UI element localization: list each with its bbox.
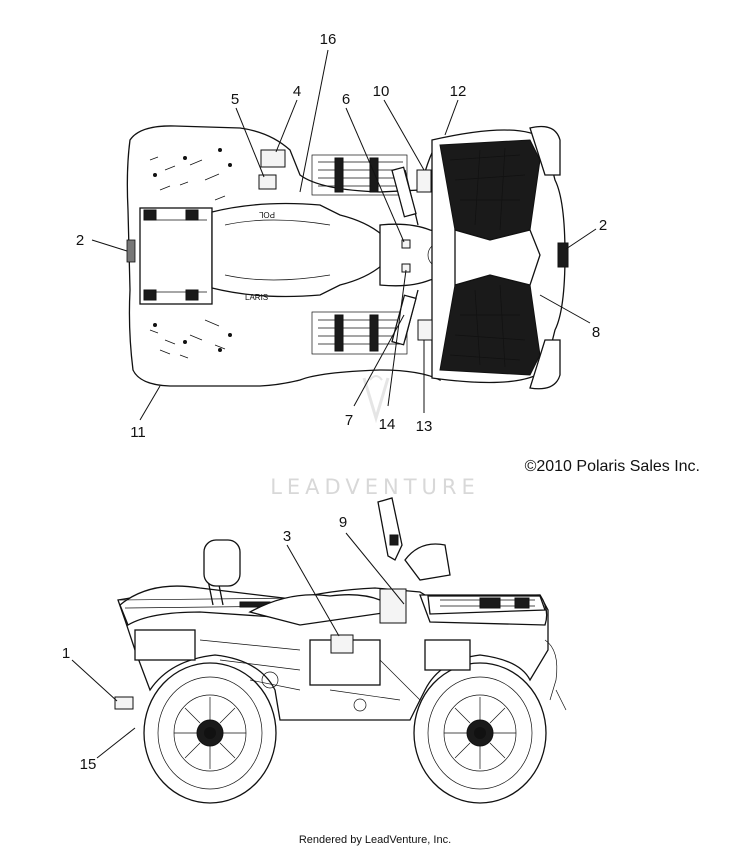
footwell-bottom bbox=[311, 311, 408, 355]
rear-wheel bbox=[143, 662, 277, 804]
leader-lines-top bbox=[91, 49, 597, 421]
rear-rack bbox=[139, 207, 213, 305]
callout-8: 8 bbox=[592, 324, 600, 341]
callout-13: 13 bbox=[416, 418, 433, 435]
callout-2-left: 2 bbox=[76, 232, 84, 249]
atv-side-view: 3 9 1 15 bbox=[62, 497, 567, 804]
decal-6 bbox=[401, 239, 411, 249]
side-seat bbox=[248, 594, 392, 626]
callout-15: 15 bbox=[80, 756, 97, 773]
callout-9: 9 bbox=[339, 514, 347, 531]
callout-4: 4 bbox=[293, 83, 301, 100]
callout-6: 6 bbox=[342, 91, 350, 108]
callout-5: 5 bbox=[231, 91, 239, 108]
backrest bbox=[203, 539, 241, 587]
copyright-text: ©2010 Polaris Sales Inc. bbox=[525, 458, 700, 475]
fender-brand-mark-bottom: LARIS bbox=[245, 293, 268, 302]
callout-16: 16 bbox=[320, 31, 337, 48]
decal-9 bbox=[379, 588, 407, 624]
front-wheel bbox=[413, 662, 547, 804]
leader-lines-side bbox=[71, 532, 405, 759]
rendered-by-footer: Rendered by LeadVenture, Inc. bbox=[299, 834, 451, 846]
decal-1 bbox=[114, 696, 134, 710]
windshield bbox=[377, 497, 403, 561]
watermark: LEADVENTURE bbox=[270, 375, 480, 499]
decal-3 bbox=[330, 634, 354, 654]
rear-fender-texture bbox=[149, 148, 232, 359]
callout-7: 7 bbox=[345, 412, 353, 429]
front-rack bbox=[439, 139, 541, 376]
footwell-top bbox=[311, 154, 408, 196]
decal-5 bbox=[258, 174, 277, 190]
front-light-decal bbox=[557, 242, 569, 268]
callout-11: 11 bbox=[130, 424, 146, 441]
decal-4 bbox=[260, 149, 286, 168]
rear-light-decal bbox=[126, 239, 136, 263]
fender-brand-mark-top: POL bbox=[258, 210, 275, 219]
callout-14: 14 bbox=[379, 416, 396, 433]
front-tire-top bbox=[529, 125, 561, 176]
callout-1: 1 bbox=[62, 645, 70, 662]
callout-3: 3 bbox=[283, 528, 291, 545]
watermark-logo-icon bbox=[362, 375, 390, 424]
decal-13 bbox=[417, 319, 433, 341]
callout-10: 10 bbox=[373, 83, 390, 100]
headlight-pod bbox=[404, 543, 451, 581]
engine-area bbox=[134, 629, 567, 712]
atv-top-view: POL LARIS 16 4 5 6 10 12 2 2 8 11 7 bbox=[76, 31, 607, 441]
callout-12: 12 bbox=[450, 83, 467, 100]
watermark-text: LEADVENTURE bbox=[270, 475, 480, 499]
decal-10 bbox=[416, 169, 432, 193]
callout-2-right: 2 bbox=[599, 217, 607, 234]
front-tire-bottom bbox=[529, 339, 561, 390]
